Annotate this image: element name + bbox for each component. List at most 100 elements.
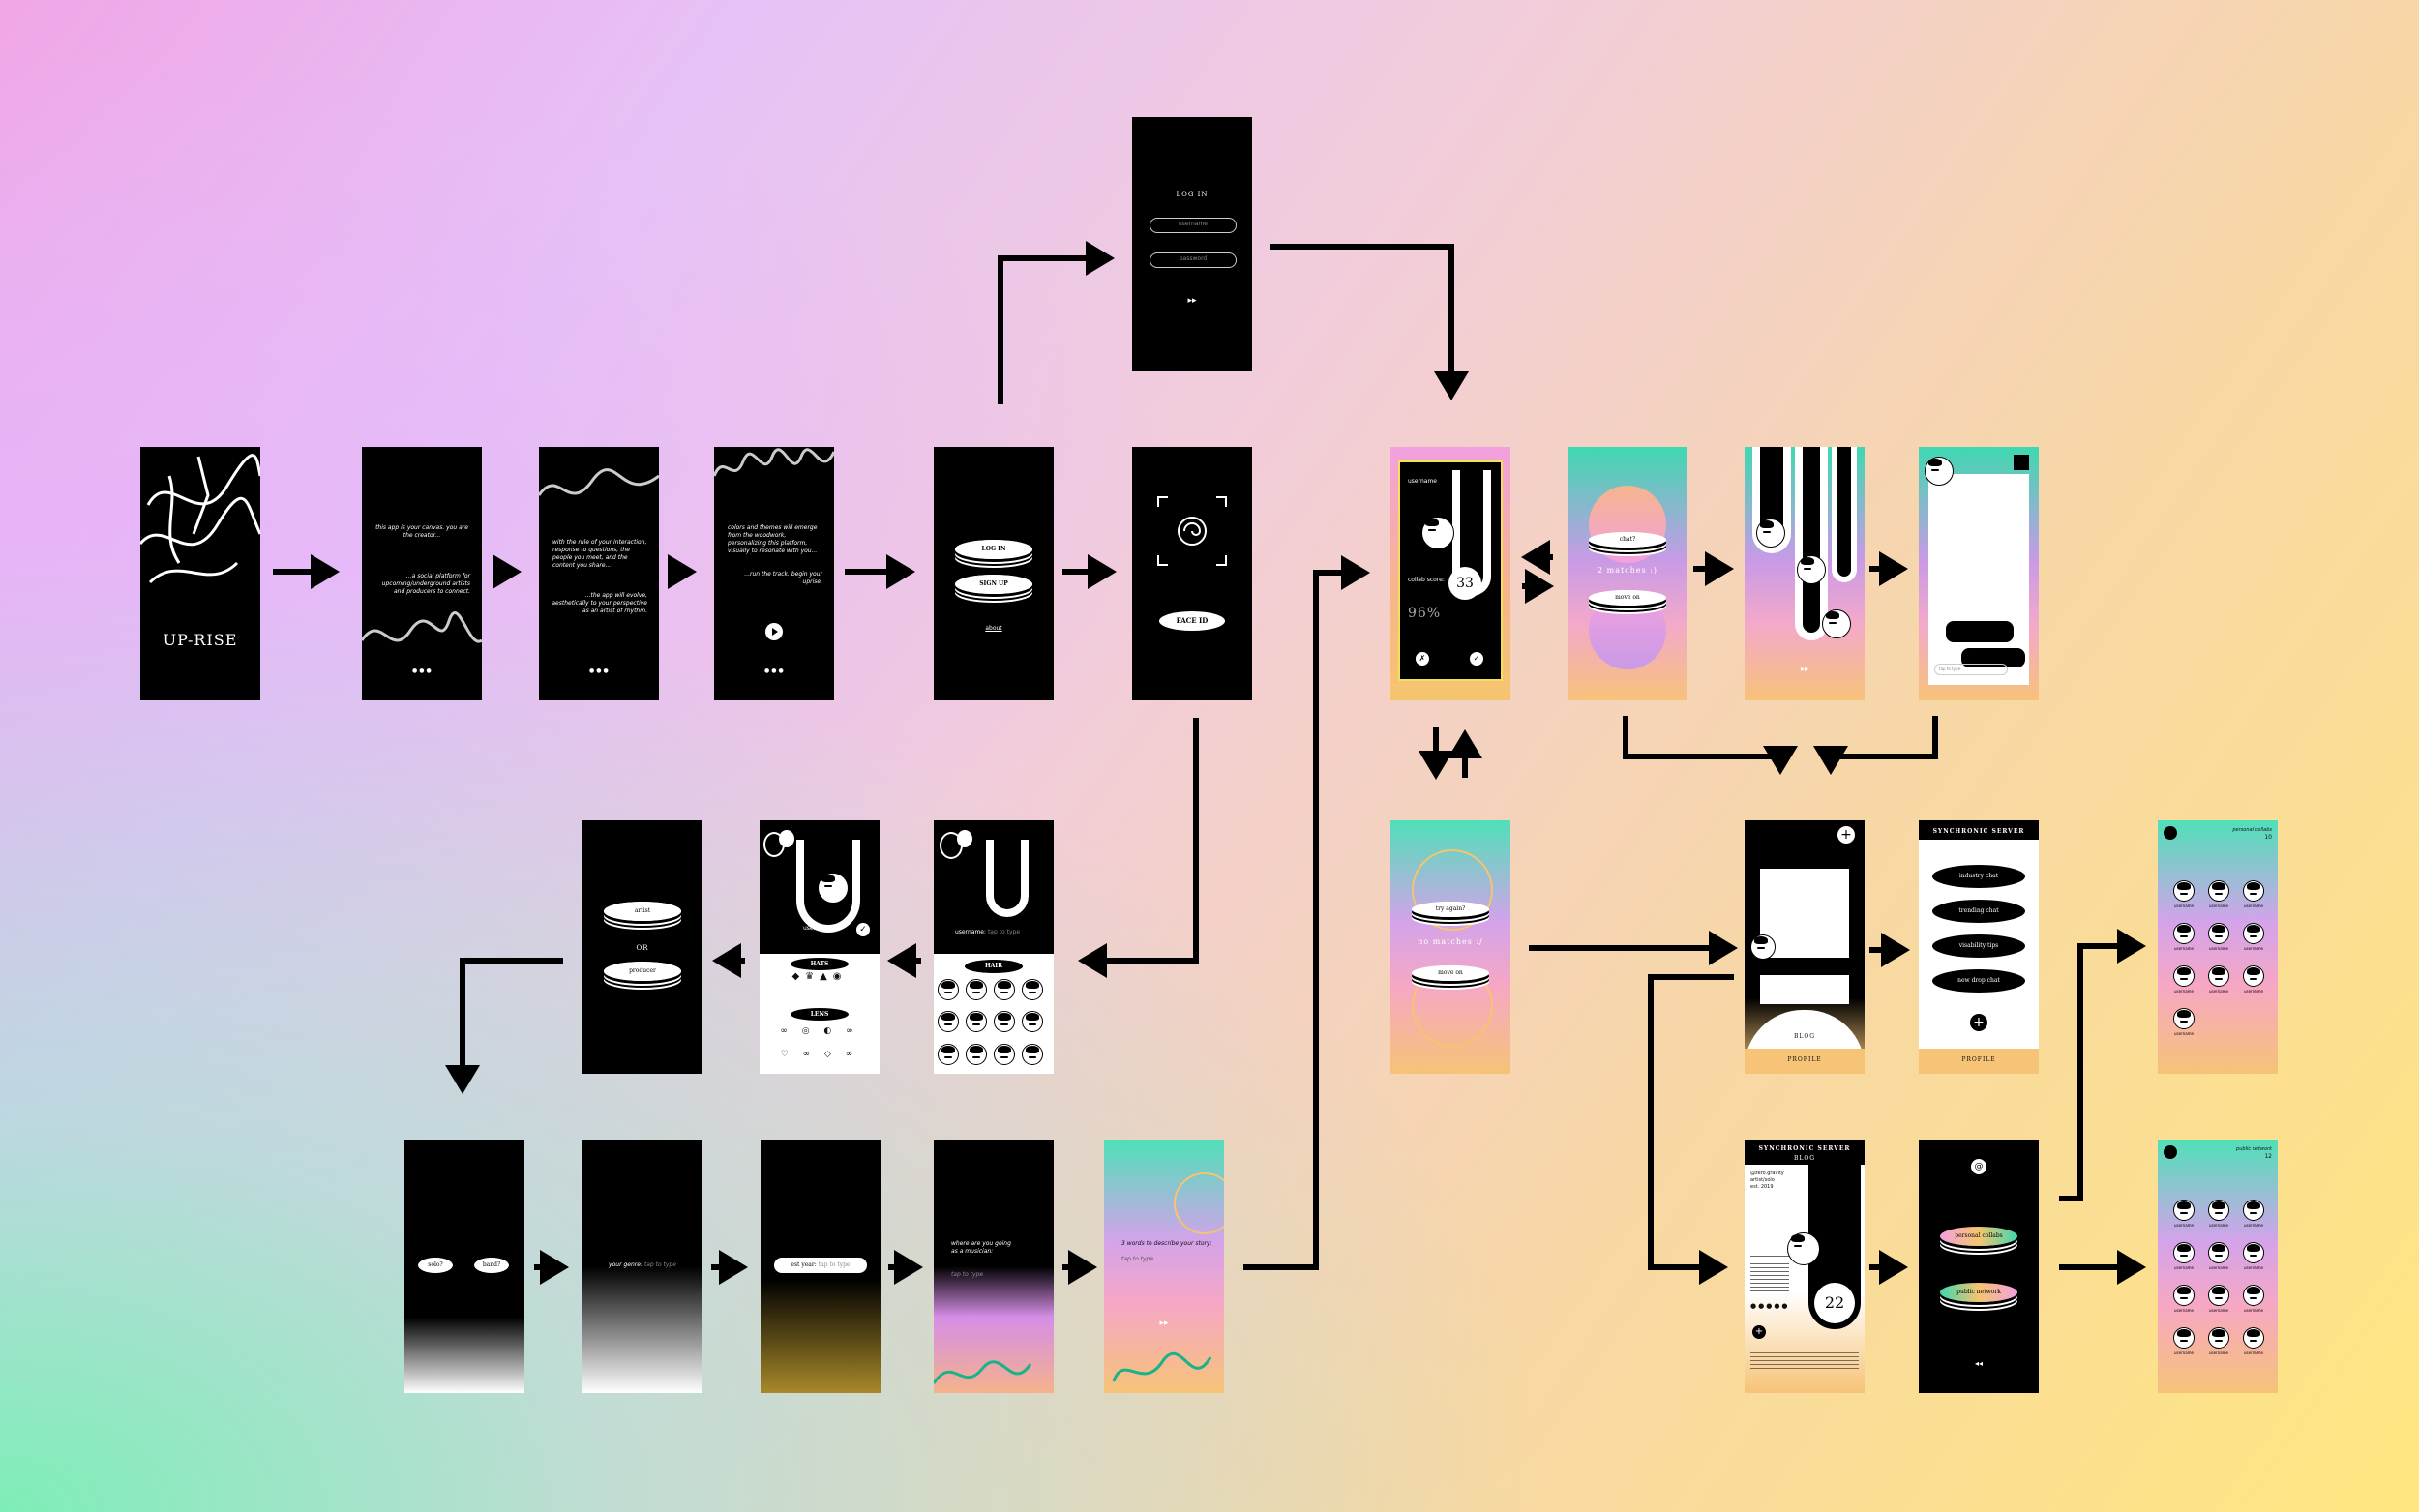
at-icon[interactable]: @ xyxy=(1971,1159,1986,1174)
confirm-check-icon[interactable]: ✓ xyxy=(856,923,870,936)
fast-forward-icon[interactable]: ▸▸ xyxy=(1187,296,1197,306)
server-item-industry[interactable]: industry chat xyxy=(1932,865,2025,888)
move-on-button[interactable]: move on xyxy=(1412,965,1489,981)
user-avatar-icon[interactable] xyxy=(2173,1327,2195,1349)
user-label: username xyxy=(2244,946,2263,951)
server-item-visibility[interactable]: visability tips xyxy=(1932,934,2025,958)
user-avatar-icon[interactable] xyxy=(1022,1011,1043,1033)
face-id-button[interactable]: FACE ID xyxy=(1159,611,1225,631)
match-avatar-2[interactable] xyxy=(1797,555,1826,584)
match-avatar-1[interactable] xyxy=(1756,519,1785,548)
user-avatar-icon[interactable] xyxy=(2243,923,2264,944)
user-avatar-icon[interactable] xyxy=(2243,880,2264,902)
user-avatar-icon[interactable] xyxy=(2173,965,2195,987)
play-button[interactable] xyxy=(765,623,783,640)
user-avatar-icon[interactable] xyxy=(2243,1327,2264,1349)
collab-score-label: collab score: xyxy=(1408,577,1445,583)
three-words-input[interactable]: tap to type xyxy=(1121,1256,1154,1262)
add-blog-button[interactable]: + xyxy=(1752,1325,1766,1339)
rewind-icon[interactable]: ◂◂ xyxy=(1974,1359,1984,1368)
user-avatar-icon[interactable] xyxy=(2173,1242,2195,1263)
hats-label: HATS xyxy=(791,958,849,970)
signup-disc-button[interactable]: SIGN UP xyxy=(955,575,1032,594)
profile-tab[interactable]: PROFILE xyxy=(1787,1056,1822,1063)
musician-input[interactable]: tap to type xyxy=(951,1271,984,1278)
screen-no-matches: try again? no matches :/ move on xyxy=(1390,820,1510,1074)
user-avatar-icon[interactable] xyxy=(938,1011,959,1033)
user-avatar-icon[interactable] xyxy=(2208,1327,2229,1349)
try-again-button[interactable]: try again? xyxy=(1412,902,1489,917)
hat-options[interactable]: ◆♛▲◉ xyxy=(791,971,848,982)
user-avatar-icon[interactable] xyxy=(2208,1285,2229,1306)
personal-collabs-button[interactable]: personal collabs xyxy=(1940,1227,2017,1246)
user-avatar-icon[interactable] xyxy=(966,1011,987,1033)
login-disc-button[interactable]: LOG IN xyxy=(955,540,1032,559)
chat-button[interactable]: chat? xyxy=(1589,532,1666,548)
lens-options-2[interactable]: ♡ ∞ ◇ ∞ xyxy=(780,1050,859,1059)
user-avatar-icon[interactable] xyxy=(2208,880,2229,902)
match-avatar-3[interactable] xyxy=(1822,609,1851,638)
user-avatar-icon[interactable] xyxy=(994,1043,1015,1065)
user-avatar-icon[interactable] xyxy=(2243,1285,2264,1306)
back-button[interactable] xyxy=(2164,1145,2177,1159)
artist-button[interactable]: artist xyxy=(604,902,681,921)
lens-options[interactable]: ∞ ◎ ◐ ∞ xyxy=(780,1026,859,1036)
est-year-input[interactable]: est year: tap to type xyxy=(774,1258,867,1273)
squiggle-art xyxy=(1112,1351,1212,1382)
user-avatar-icon[interactable] xyxy=(966,1043,987,1065)
profile-est: est. 2019 xyxy=(1750,1184,1774,1190)
user-avatar-icon[interactable] xyxy=(994,979,1015,1000)
add-server-button[interactable]: + xyxy=(1970,1014,1987,1031)
user-avatar-icon[interactable] xyxy=(966,979,987,1000)
server-item-trending[interactable]: trending chat xyxy=(1932,900,2025,923)
screen-public-network: public network 12 username username user… xyxy=(2158,1140,2278,1393)
password-field[interactable]: password xyxy=(1150,252,1237,268)
lens-label: LENS xyxy=(791,1008,849,1021)
band-button[interactable]: band? xyxy=(474,1258,509,1273)
close-icon[interactable] xyxy=(2014,455,2029,470)
user-avatar-icon[interactable] xyxy=(1022,979,1043,1000)
user-avatar-icon[interactable] xyxy=(2173,1200,2195,1221)
solo-button[interactable]: solo? xyxy=(418,1258,453,1273)
screen-solo-band: solo? band? xyxy=(404,1140,524,1393)
arrow-words-match xyxy=(1243,555,1370,1270)
fast-forward-icon[interactable]: ▸▸ xyxy=(1800,665,1809,673)
chat-avatar xyxy=(1925,457,1954,486)
username-field[interactable]: username xyxy=(1150,218,1237,233)
blog-server-title: SYNCHRONIC SERVER xyxy=(1758,1145,1851,1152)
public-network-button[interactable]: public network xyxy=(1940,1283,2017,1302)
chat-input[interactable]: tap to type xyxy=(1934,664,2008,675)
user-avatar-icon[interactable] xyxy=(994,1011,1015,1033)
profile-tab[interactable]: PROFILE xyxy=(1961,1056,1996,1063)
user-avatar-icon[interactable] xyxy=(2208,965,2229,987)
user-avatar-icon[interactable] xyxy=(2243,965,2264,987)
social-icons[interactable]: ●●●●● xyxy=(1750,1302,1790,1310)
app-title: UP-RISE xyxy=(163,631,238,649)
user-avatar-icon[interactable] xyxy=(2243,1200,2264,1221)
artist-label: artist xyxy=(604,902,681,921)
blog-tab[interactable]: BLOG xyxy=(1793,1033,1816,1040)
user-avatar-icon[interactable] xyxy=(1022,1043,1043,1065)
reject-x-icon[interactable]: ✗ xyxy=(1416,652,1429,666)
user-avatar-icon[interactable] xyxy=(2173,1285,2195,1306)
arrow-login-match xyxy=(1270,244,1469,400)
user-avatar-icon[interactable] xyxy=(2208,1200,2229,1221)
user-avatar-icon[interactable] xyxy=(2208,923,2229,944)
server-item-new-drop[interactable]: new drop chat xyxy=(1932,969,2025,993)
fast-forward-icon[interactable]: ▸▸ xyxy=(1159,1319,1169,1328)
user-avatar-icon[interactable] xyxy=(938,979,959,1000)
user-avatar-icon[interactable] xyxy=(2243,1242,2264,1263)
back-button[interactable] xyxy=(2164,826,2177,840)
user-avatar-icon[interactable] xyxy=(2208,1242,2229,1263)
producer-button[interactable]: producer xyxy=(604,962,681,981)
add-post-button[interactable]: + xyxy=(1837,826,1855,844)
accept-check-icon[interactable]: ✓ xyxy=(1470,652,1483,666)
hair-options-grid[interactable] xyxy=(938,979,1050,1072)
user-avatar-icon[interactable] xyxy=(2173,880,2195,902)
about-link[interactable]: about xyxy=(985,625,1002,632)
user-avatar-icon[interactable] xyxy=(2173,1008,2195,1029)
user-label: username xyxy=(2209,946,2228,951)
move-on-button[interactable]: move on xyxy=(1589,590,1666,606)
user-avatar-icon[interactable] xyxy=(2173,923,2195,944)
user-avatar-icon[interactable] xyxy=(938,1043,959,1065)
